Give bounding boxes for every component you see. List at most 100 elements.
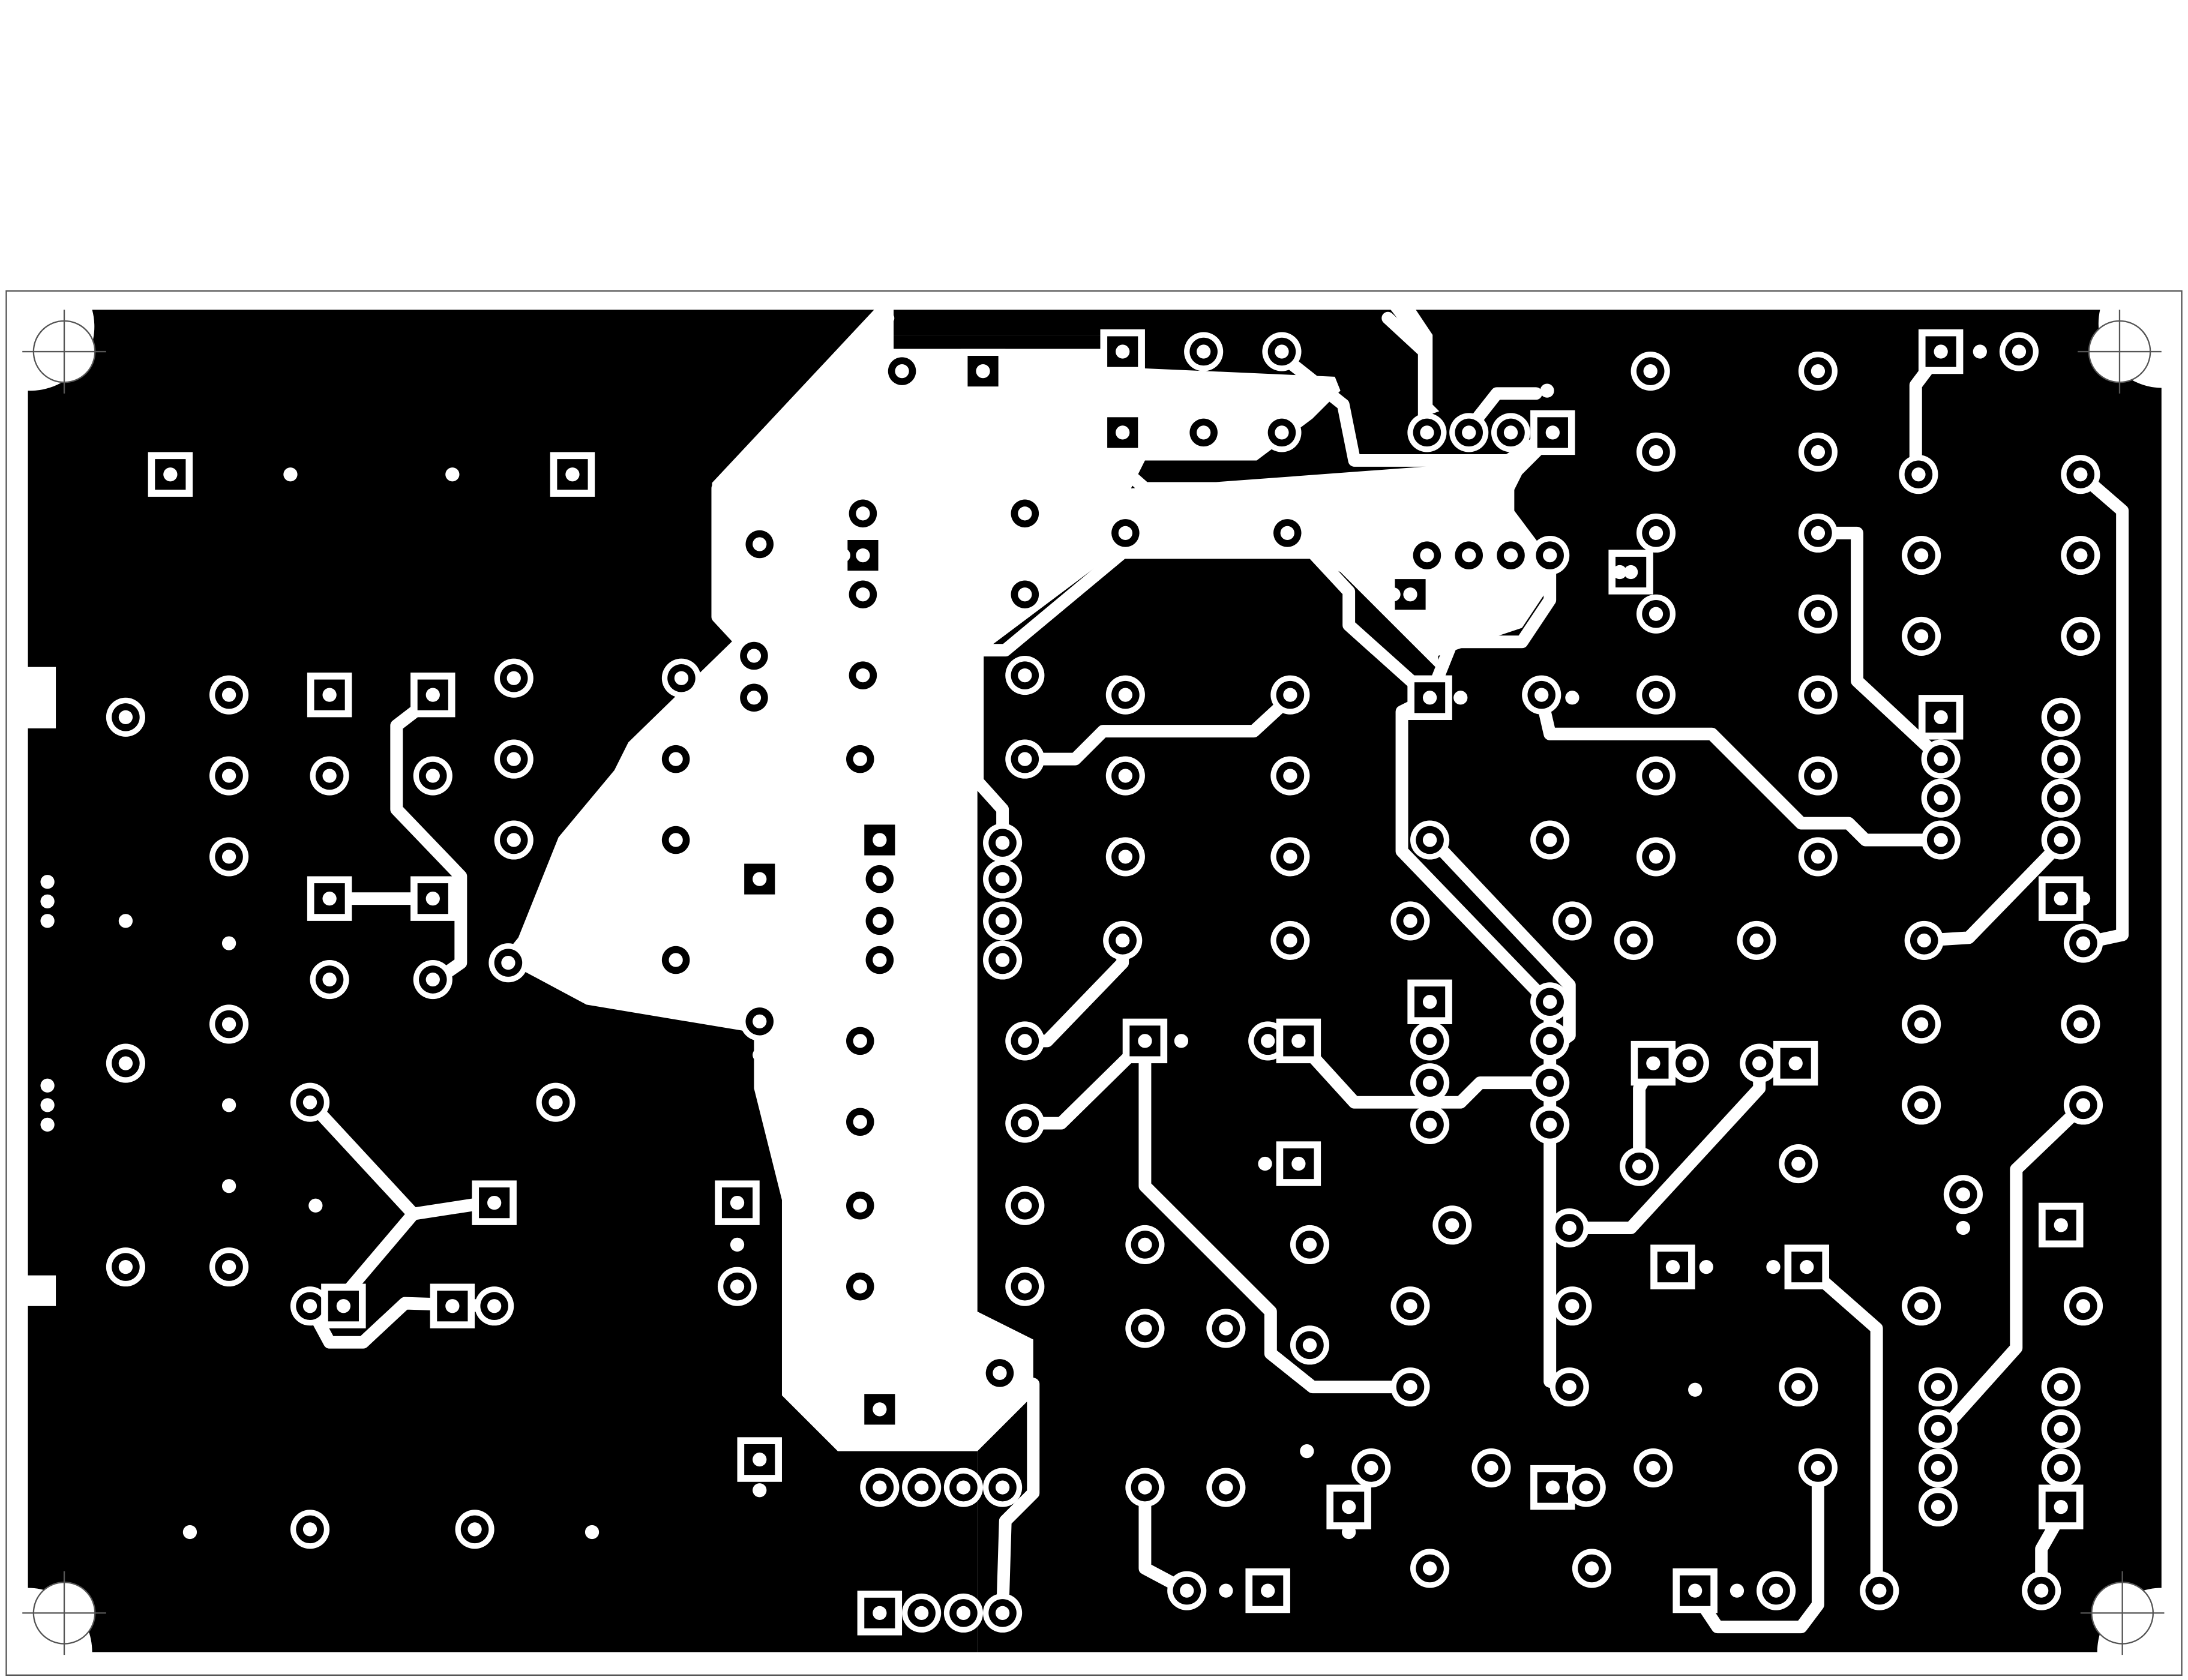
dot-icon (1219, 1583, 1233, 1598)
circle-pad-icon (980, 1353, 1020, 1393)
circle-pad-icon (1798, 675, 1838, 715)
circle-pad-icon (1899, 455, 1938, 494)
circle-pad-icon (1737, 920, 1776, 960)
circle-pad-icon (1410, 1105, 1450, 1144)
circle-pad-icon (1206, 1309, 1246, 1348)
circle-pad-icon (840, 1021, 880, 1061)
circle-pad-icon (1471, 1448, 1511, 1488)
circle-pad-icon (656, 820, 696, 860)
circle-pad-icon (1798, 1448, 1838, 1488)
circle-pad-icon (1125, 1309, 1165, 1348)
dot-icon (1956, 1220, 1971, 1235)
circle-pad-icon (943, 1593, 984, 1633)
square-pad-icon (857, 1387, 903, 1432)
circle-pad-icon (983, 823, 1023, 863)
square-pad-icon (2039, 1484, 2084, 1529)
dot-icon (40, 1078, 55, 1093)
circle-pad-icon (494, 820, 533, 860)
square-pad-icon (148, 452, 193, 497)
circle-pad-icon (860, 901, 900, 941)
circle-pad-icon (1552, 901, 1592, 941)
circle-pad-icon (1549, 1367, 1589, 1407)
circle-pad-icon (1757, 1571, 1796, 1610)
square-pad-icon (857, 1591, 903, 1636)
dot-icon (753, 732, 767, 747)
circle-pad-icon (1005, 1186, 1045, 1225)
circle-pad-icon (1904, 920, 1944, 960)
circle-pad-icon (413, 756, 452, 796)
circle-pad-icon (1636, 837, 1676, 877)
circle-pad-icon (840, 1102, 880, 1142)
circle-pad-icon (2041, 1448, 2081, 1488)
circle-pad-icon (1005, 1267, 1045, 1306)
circle-pad-icon (1530, 1021, 1570, 1061)
dot-icon (753, 905, 767, 920)
mounting-holes (22, 310, 2165, 1655)
circle-pad-icon (1262, 332, 1302, 371)
circle-pad-icon (1636, 675, 1676, 715)
circle-pad-icon (1530, 982, 1570, 1022)
square-pad-icon (1673, 1568, 1718, 1613)
circle-pad-icon (1410, 1549, 1450, 1588)
circle-pad-icon (1918, 1409, 1958, 1448)
circle-pad-icon (1407, 536, 1447, 575)
square-pad-icon (307, 876, 352, 921)
dot-icon (221, 1179, 236, 1193)
circle-pad-icon (1105, 513, 1145, 553)
circle-pad-icon (840, 1186, 880, 1225)
circle-pad-icon (1798, 594, 1838, 634)
circle-pad-icon (1206, 1468, 1246, 1507)
dot-icon (2076, 892, 2091, 906)
circle-pad-icon (1921, 739, 1961, 779)
circle-pad-icon (209, 837, 249, 877)
square-pad-icon (2039, 1202, 2084, 1248)
square-pad-icon (1122, 1018, 1168, 1064)
circle-pad-icon (1633, 1448, 1673, 1488)
circle-pad-icon (1549, 1208, 1589, 1248)
circle-pad-icon (209, 1004, 249, 1044)
circle-pad-icon (310, 756, 349, 796)
circle-pad-icon (1779, 1144, 1818, 1184)
circle-pad-icon (1902, 536, 1941, 575)
circle-pad-icon (983, 859, 1023, 899)
square-pad-icon (1650, 1244, 1695, 1289)
circle-pad-icon (1636, 513, 1676, 553)
circle-pad-icon (1522, 675, 1561, 715)
square-pad-icon (1608, 550, 1653, 595)
dot-icon (40, 1098, 55, 1112)
dot-icon (40, 894, 55, 908)
circle-pad-icon (840, 1267, 880, 1306)
square-pad-icon (1276, 1141, 1321, 1186)
circle-pad-icon (1614, 920, 1653, 960)
circle-pad-icon (106, 1247, 145, 1287)
circle-pad-icon (734, 678, 774, 718)
dot-icon (1341, 1525, 1356, 1540)
circle-pad-icon (1630, 352, 1670, 391)
dot-icon (753, 1483, 767, 1498)
circle-pad-icon (1105, 675, 1145, 715)
circle-pad-icon (860, 859, 900, 899)
dot-icon (1699, 1260, 1713, 1274)
circle-pad-icon (843, 494, 883, 533)
circle-pad-icon (1530, 536, 1570, 575)
circle-pad-icon (1921, 820, 1961, 860)
square-pad-icon (1326, 1484, 1371, 1529)
circle-pad-icon (1184, 413, 1224, 452)
circle-pad-icon (413, 960, 452, 1000)
circle-pad-icon (734, 636, 774, 676)
square-pad-icon (1784, 1244, 1830, 1289)
circle-pad-icon (1105, 756, 1145, 796)
circle-pad-icon (902, 1593, 942, 1633)
dot-icon (1973, 344, 1987, 359)
circle-pad-icon (1449, 536, 1489, 575)
dot-icon (40, 914, 55, 928)
dot-icon (40, 1117, 55, 1132)
circle-pad-icon (1270, 837, 1310, 877)
circle-pad-icon (843, 656, 883, 695)
square-pad-icon (307, 672, 352, 718)
square-pad-icon (1918, 329, 1964, 374)
dot-icon (1453, 691, 1468, 705)
dot-icon (1258, 1156, 1272, 1171)
circle-pad-icon (1572, 1549, 1612, 1588)
